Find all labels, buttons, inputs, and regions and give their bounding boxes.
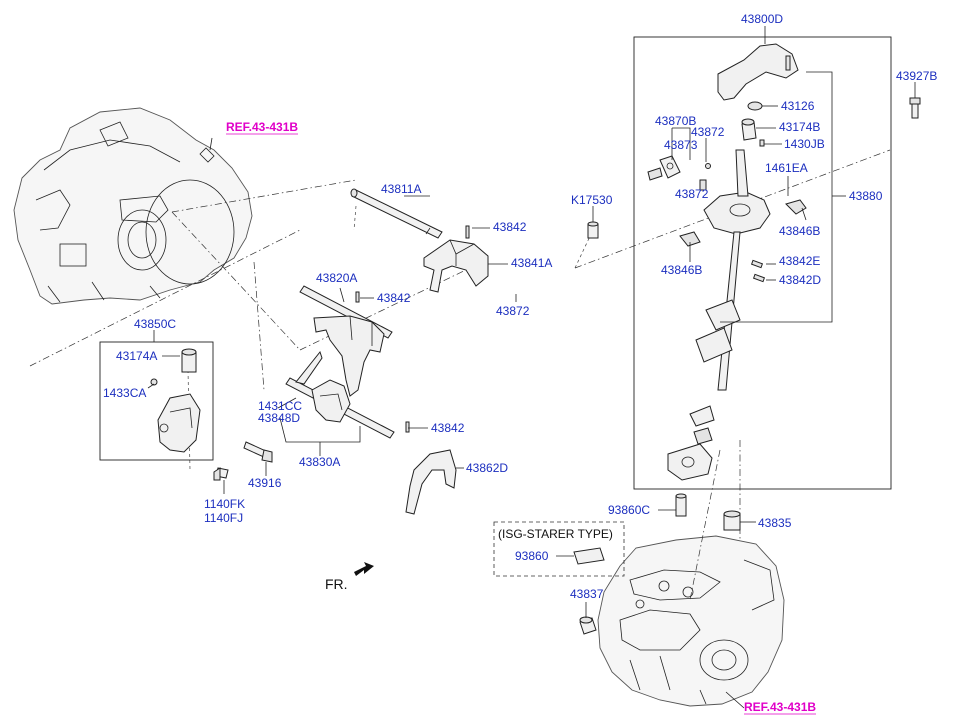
bolt-43927B xyxy=(909,97,921,119)
leader-lines xyxy=(147,26,916,709)
bolt-43916 xyxy=(243,441,273,463)
ref-label-bottom[interactable]: REF.43-431B xyxy=(744,700,816,714)
shift-lug-43841A xyxy=(423,225,489,293)
shift-fork-43862D xyxy=(405,449,457,515)
part-label-43862D[interactable]: 43862D xyxy=(466,461,508,475)
part-label-43126[interactable]: 43126 xyxy=(781,99,815,113)
part-label-1461EA[interactable]: 1461EA xyxy=(765,161,808,175)
switch-93860 xyxy=(573,547,605,565)
transmission-case-illustration xyxy=(597,535,785,707)
part-label-93860C[interactable]: 93860C xyxy=(608,503,650,517)
part-label-43800D[interactable]: 43800D xyxy=(741,12,783,26)
isg-group-label: (ISG-STARER TYPE) xyxy=(498,527,613,541)
part-label-43848D[interactable]: 43848D xyxy=(258,411,300,425)
plug-43835 xyxy=(723,510,741,531)
part-label-1433CA[interactable]: 1433CA xyxy=(103,386,146,400)
part-label-43842-a[interactable]: 43842 xyxy=(493,220,527,234)
shift-rod-43811A xyxy=(350,188,443,239)
sensor-K17530 xyxy=(587,221,599,239)
part-label-43811A[interactable]: 43811A xyxy=(381,182,421,196)
part-label-43870B[interactable]: 43870B xyxy=(655,114,696,128)
part-label-43916[interactable]: 43916 xyxy=(248,476,282,490)
select-lever-43850C xyxy=(150,348,201,453)
part-label-43837[interactable]: 43837 xyxy=(570,587,604,601)
part-label-43841A[interactable]: 43841A xyxy=(511,256,552,270)
shift-fork-43820A xyxy=(299,285,393,397)
ref-label-top[interactable]: REF.43-431B xyxy=(226,120,298,134)
front-marker-label: FR. xyxy=(325,576,348,592)
part-label-43850C[interactable]: 43850C xyxy=(134,317,176,331)
part-label-43174A[interactable]: 43174A xyxy=(116,349,157,363)
part-label-43880[interactable]: 43880 xyxy=(849,189,883,203)
part-label-43820A[interactable]: 43820A xyxy=(316,271,357,285)
part-label-43846B-a[interactable]: 43846B xyxy=(779,224,820,238)
part-label-1431CC[interactable]: 1431CC xyxy=(258,399,302,413)
part-label-43927B[interactable]: 43927B xyxy=(896,69,937,83)
plug-43837 xyxy=(579,616,597,635)
part-label-43835[interactable]: 43835 xyxy=(758,516,792,530)
part-label-43842D[interactable]: 43842D xyxy=(779,273,821,287)
front-arrow-icon xyxy=(354,562,374,576)
part-label-1430JB[interactable]: 1430JB xyxy=(784,137,825,151)
group-box-43850C xyxy=(99,341,214,461)
part-label-43872-c[interactable]: 43872 xyxy=(496,304,530,318)
part-label-1140FK[interactable]: 1140FK xyxy=(204,497,245,511)
shift-fork-43830A xyxy=(285,350,410,439)
switch-93860C xyxy=(675,493,687,517)
part-label-43842-c[interactable]: 43842 xyxy=(431,421,465,435)
part-label-43174B[interactable]: 43174B xyxy=(779,120,820,134)
bolt-1140FK xyxy=(213,467,229,481)
part-label-43873[interactable]: 43873 xyxy=(664,138,698,152)
part-label-43842-b[interactable]: 43842 xyxy=(377,291,411,305)
group-box-43800D xyxy=(633,36,892,490)
part-label-1140FJ[interactable]: 1140FJ xyxy=(204,511,243,525)
part-labels: REF.43-431B REF.43-431B 43800D 43927B 43… xyxy=(103,12,937,715)
shift-control-43800D xyxy=(647,43,807,481)
part-label-43872-b[interactable]: 43872 xyxy=(675,187,709,201)
part-label-K17530[interactable]: K17530 xyxy=(571,193,613,207)
clutch-housing-illustration xyxy=(13,107,253,305)
part-label-43842E[interactable]: 43842E xyxy=(779,254,820,268)
part-label-43846B-b[interactable]: 43846B xyxy=(661,263,702,277)
part-label-93860[interactable]: 93860 xyxy=(515,549,549,563)
part-label-43830A[interactable]: 43830A xyxy=(299,455,340,469)
part-label-43872-a[interactable]: 43872 xyxy=(691,125,725,139)
group-box-isg xyxy=(493,521,625,577)
